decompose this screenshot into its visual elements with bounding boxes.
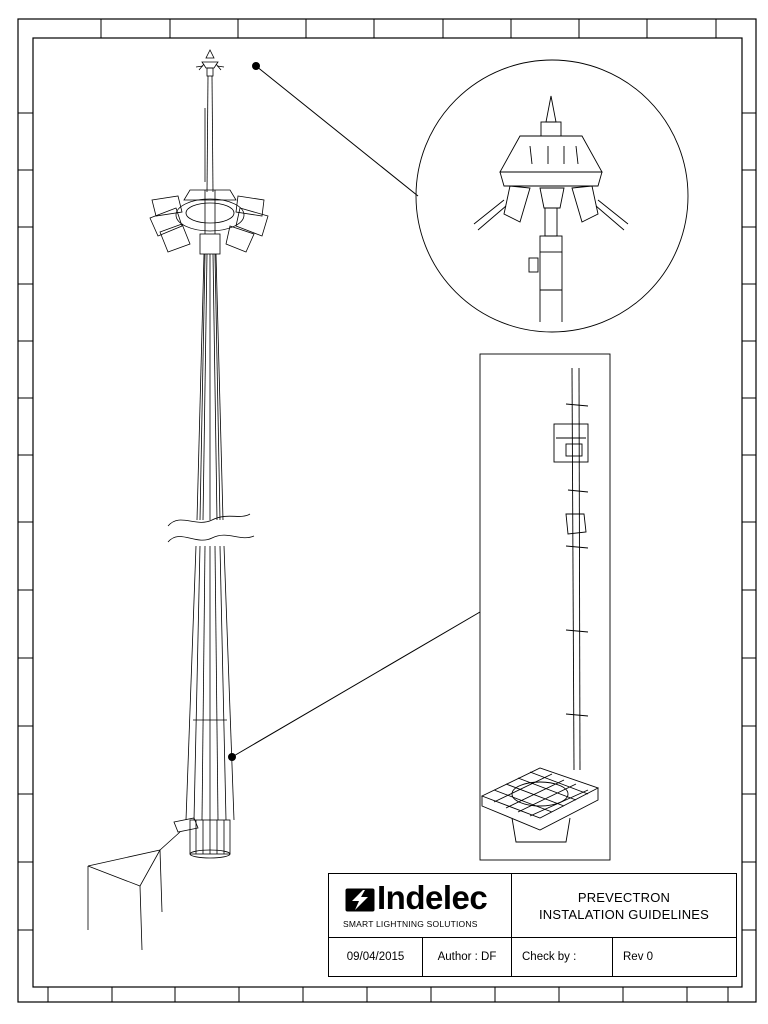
drawing-title-line2: INSTALATION GUIDELINES: [538, 906, 710, 922]
mast-top-air-terminal: [195, 49, 225, 77]
detail-down-conductor: [479, 353, 611, 861]
inspection-pit-small: [173, 817, 199, 833]
zone-ticks: [18, 19, 756, 1002]
check-by-cell: Check by :: [512, 938, 613, 976]
lighting-mast-drawing: [87, 49, 269, 951]
inner-border: [32, 37, 743, 988]
date-cell: 09/04/2015: [329, 938, 423, 976]
title-block: Indelec SMART LIGHTNING SOLUTIONS PREVEC…: [328, 873, 737, 977]
drawing-title-line1: PREVECTRON: [577, 889, 671, 905]
break-line-lower: [167, 534, 255, 543]
drawing-title-cell: PREVECTRON INSTALATION GUIDELINES: [512, 874, 736, 937]
callout-leaders: [228, 62, 481, 761]
company-tagline: SMART LIGHTNING SOLUTIONS: [343, 919, 478, 929]
revision-cell: Rev 0: [623, 951, 654, 963]
floodlight-ring: [149, 189, 269, 255]
break-line-upper: [167, 513, 251, 527]
inspection-pit: [480, 767, 600, 843]
author-cell: Author : DF: [423, 938, 512, 976]
title-block-info-row: 09/04/2015 Author : DF Check by : Rev 0: [329, 938, 736, 976]
outer-border: [17, 18, 757, 1003]
mast-base: [189, 819, 231, 859]
lightning-counter: [553, 423, 589, 463]
earthing-conductor: [87, 831, 181, 867]
company-logo-text: Indelec: [377, 879, 488, 916]
company-logo-cell: Indelec SMART LIGHTNING SOLUTIONS: [329, 874, 512, 937]
detail-air-terminal: [415, 59, 689, 333]
indelec-logo-icon: [345, 888, 375, 912]
title-block-header: Indelec SMART LIGHTNING SOLUTIONS PREVEC…: [329, 874, 736, 938]
